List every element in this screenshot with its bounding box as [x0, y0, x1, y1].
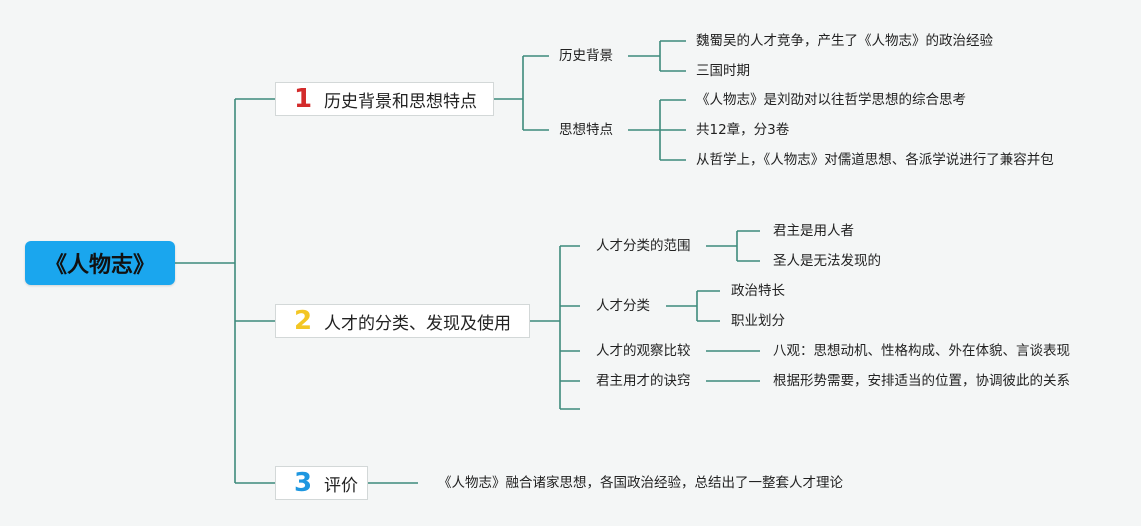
branch-2-node[interactable]: 2 人才的分类、发现及使用	[275, 304, 530, 338]
branch-2-label: 人才的分类、发现及使用	[324, 313, 511, 334]
leaf-1-2-3[interactable]: 从哲学上，《人物志》对儒道思想、各派学说进行了兼容并包	[696, 152, 1054, 168]
subtopic-historical-background[interactable]: 历史背景	[559, 48, 613, 64]
branch-1-label: 历史背景和思想特点	[324, 91, 477, 112]
leaf-2-1-2[interactable]: 圣人是无法发现的	[773, 253, 881, 269]
leaf-2-3-1[interactable]: 八观：思想动机、性格构成、外在体貌、言谈表现	[773, 343, 1070, 359]
branch-1-number: 1	[294, 84, 313, 114]
leaf-1-1-2[interactable]: 三国时期	[696, 63, 750, 79]
subtopic-classification-scope[interactable]: 人才分类的范围	[596, 238, 691, 254]
subtopic-thought-features[interactable]: 思想特点	[559, 122, 613, 138]
leaf-1-2-2[interactable]: 共12章，分3卷	[696, 122, 790, 138]
root-label: 《人物志》	[44, 253, 155, 278]
branch-2-number: 2	[294, 306, 313, 336]
branch-3-node[interactable]: 3 评价	[275, 466, 368, 500]
subtopic-talent-classification[interactable]: 人才分类	[596, 298, 650, 314]
branch-1-node[interactable]: 1 历史背景和思想特点	[275, 82, 494, 116]
branch-3-label: 评价	[324, 475, 358, 496]
leaf-1-1-1[interactable]: 魏蜀吴的人才竞争，产生了《人物志》的政治经验	[696, 33, 993, 49]
leaf-2-2-1[interactable]: 政治特长	[731, 283, 785, 299]
leaf-1-2-1[interactable]: 《人物志》是刘劭对以往哲学思想的综合思考	[696, 92, 966, 108]
leaf-2-4-1[interactable]: 根据形势需要，安排适当的位置，协调彼此的关系	[773, 373, 1070, 389]
subtopic-observation-comparison[interactable]: 人才的观察比较	[596, 343, 691, 359]
leaf-2-1-1[interactable]: 君主是用人者	[773, 223, 854, 239]
leaf-3-1[interactable]: 《人物志》融合诸家思想，各国政治经验，总结出了一整套人才理论	[438, 475, 843, 491]
subtopic-ruler-tips[interactable]: 君主用才的诀窍	[596, 373, 691, 389]
root-node[interactable]: 《人物志》	[25, 241, 175, 285]
leaf-2-2-2[interactable]: 职业划分	[731, 313, 785, 329]
branch-3-number: 3	[294, 468, 313, 498]
